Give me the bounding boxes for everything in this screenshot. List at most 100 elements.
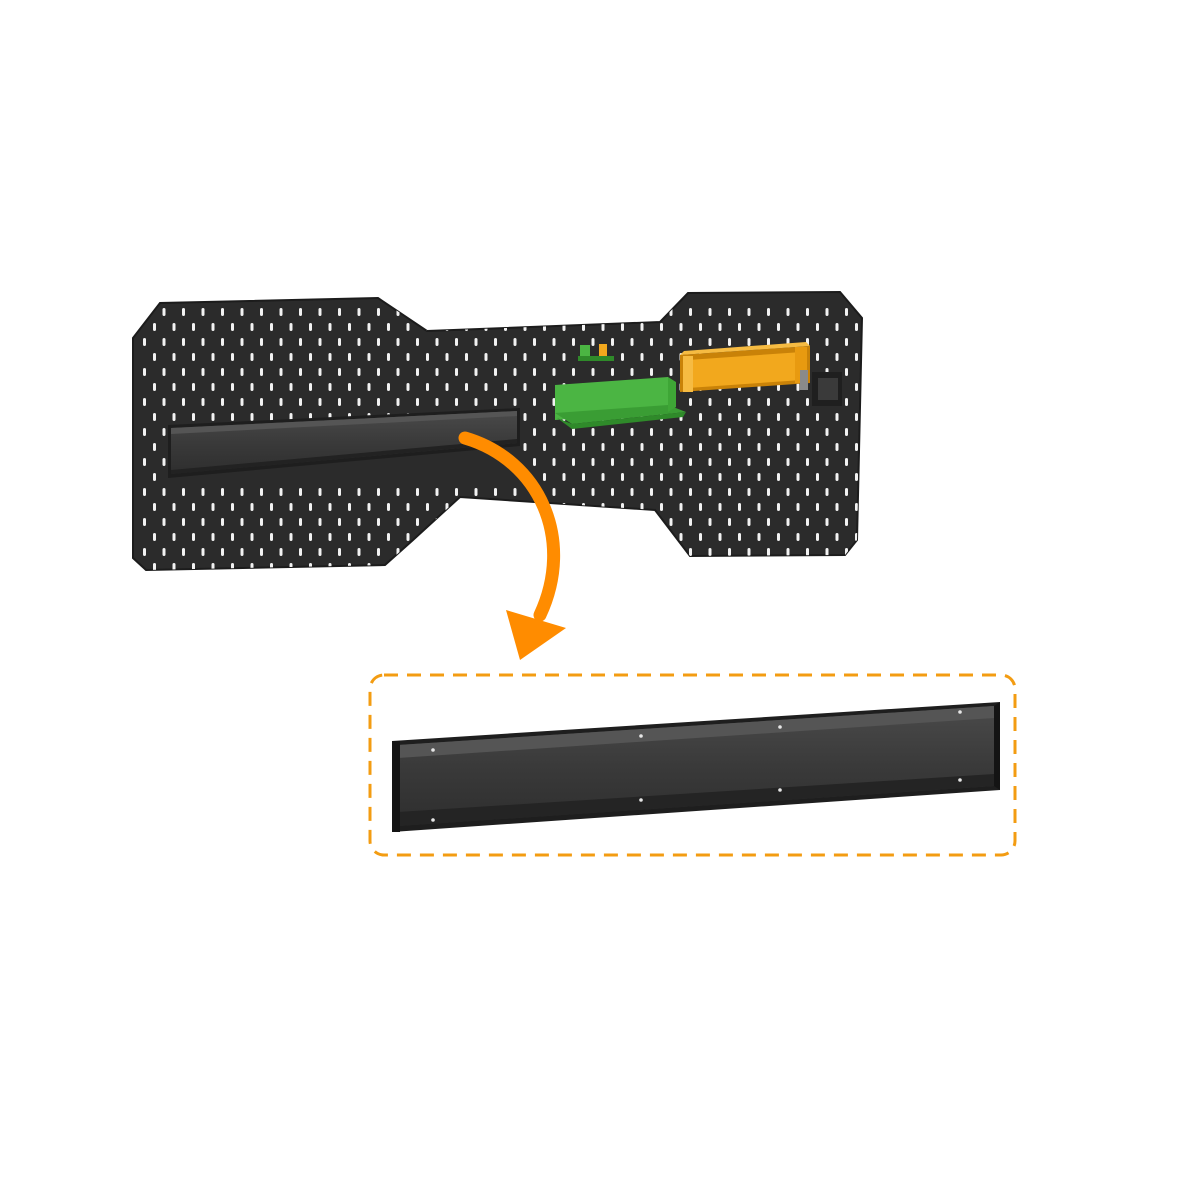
pegboard-hole [875, 383, 878, 391]
pegboard-hole [348, 533, 351, 541]
pegboard-hole [299, 308, 302, 316]
pegboard-hole [201, 368, 205, 376]
pegboard-hole [231, 413, 234, 421]
pegboard-hole [260, 398, 263, 406]
pegboard-hole [416, 488, 419, 496]
pegboard-hole [650, 308, 653, 316]
pegboard-hole [825, 548, 829, 556]
pegboard-hole [767, 338, 770, 346]
pegboard-hole [562, 533, 566, 541]
pegboard-hole [348, 563, 351, 570]
pegboard-hole [689, 488, 692, 496]
pegboard-hole [640, 563, 644, 570]
pegboard-hole [591, 548, 595, 556]
pegboard-hole [426, 503, 429, 511]
pegboard-hole [689, 548, 692, 556]
pegboard-hole [396, 338, 400, 346]
pegboard-hole [738, 563, 741, 570]
pegboard-hole [708, 518, 712, 526]
pegboard-hole [777, 323, 780, 331]
pegboard-hole [426, 563, 429, 570]
pegboard-hole [562, 443, 566, 451]
pegboard-hole [738, 503, 741, 511]
pegboard-hole [338, 398, 341, 406]
pegboard-hole [299, 338, 302, 346]
pegboard-hole [299, 368, 302, 376]
pegboard-hole [465, 323, 468, 331]
pegboard-hole [747, 398, 751, 406]
pegboard-hole [182, 338, 185, 346]
pegboard-hole [699, 503, 702, 511]
pegboard-hole [455, 338, 458, 346]
pegboard-hole [279, 338, 283, 346]
pegboard-hole [582, 503, 585, 511]
pegboard-hole [660, 443, 663, 451]
pegboard-hole [669, 488, 673, 496]
pegboard-hole [845, 368, 848, 376]
pegboard-hole [875, 353, 878, 361]
pegboard-hole [875, 413, 878, 421]
pegboard-hole [192, 503, 195, 511]
pegboard-hole [757, 473, 761, 481]
pegboard-hole [875, 533, 878, 541]
pegboard-hole [201, 338, 205, 346]
pegboard-hole [533, 458, 536, 466]
pegboard-hole [660, 323, 663, 331]
pegboard-hole [513, 368, 517, 376]
pegboard-hole [240, 488, 244, 496]
pegboard-hole [465, 503, 468, 511]
pegboard-hole [669, 518, 673, 526]
pegboard-hole [172, 503, 176, 511]
pegboard-hole [328, 323, 332, 331]
pegboard-hole [270, 533, 273, 541]
pegboard-hole [143, 398, 146, 406]
pegboard-hole [162, 548, 166, 556]
pegboard-hole [172, 413, 176, 421]
pegboard-hole [708, 548, 712, 556]
pegboard-hole [221, 338, 224, 346]
pegboard-hole [572, 308, 575, 316]
pegboard-hole [143, 548, 146, 556]
pegboard-hole [396, 488, 400, 496]
pegboard-hole [494, 338, 497, 346]
pegboard-hole [445, 533, 449, 541]
pegboard-hole [728, 428, 731, 436]
pegboard-hole [650, 488, 653, 496]
pegboard-hole [825, 458, 829, 466]
pegboard-hole [240, 368, 244, 376]
pegboard-hole [757, 413, 761, 421]
pegboard-hole [845, 308, 848, 316]
pegboard-hole [562, 563, 566, 570]
pegboard-hole [260, 548, 263, 556]
pegboard-hole [289, 383, 293, 391]
pegboard-hole [777, 443, 780, 451]
pegboard-hole [221, 398, 224, 406]
pegboard-hole [504, 383, 507, 391]
pegboard-hole [572, 428, 575, 436]
pegboard-hole [767, 458, 770, 466]
pegboard-hole [816, 503, 819, 511]
pegboard-hole [162, 368, 166, 376]
pegboard-hole [484, 323, 488, 331]
small-hook-accessory [578, 344, 614, 361]
pegboard-hole [708, 458, 712, 466]
pegboard-hole [513, 398, 517, 406]
pegboard-hole [855, 353, 858, 361]
pegboard-hole [533, 368, 536, 376]
pegboard-hole [357, 548, 361, 556]
pegboard-hole [679, 503, 683, 511]
pegboard-hole [455, 308, 458, 316]
pegboard-hole [699, 533, 702, 541]
pegboard-hole [543, 383, 546, 391]
pegboard-hole [523, 563, 527, 570]
pegboard-hole [348, 503, 351, 511]
pegboard-hole [865, 488, 868, 496]
pegboard-hole [153, 413, 156, 421]
pegboard-hole [601, 533, 605, 541]
pegboard-hole [611, 428, 614, 436]
pegboard-hole [825, 488, 829, 496]
pegboard-hole [523, 533, 527, 541]
pegboard-hole [270, 383, 273, 391]
pegboard-hole [270, 353, 273, 361]
pegboard-hole [718, 473, 722, 481]
